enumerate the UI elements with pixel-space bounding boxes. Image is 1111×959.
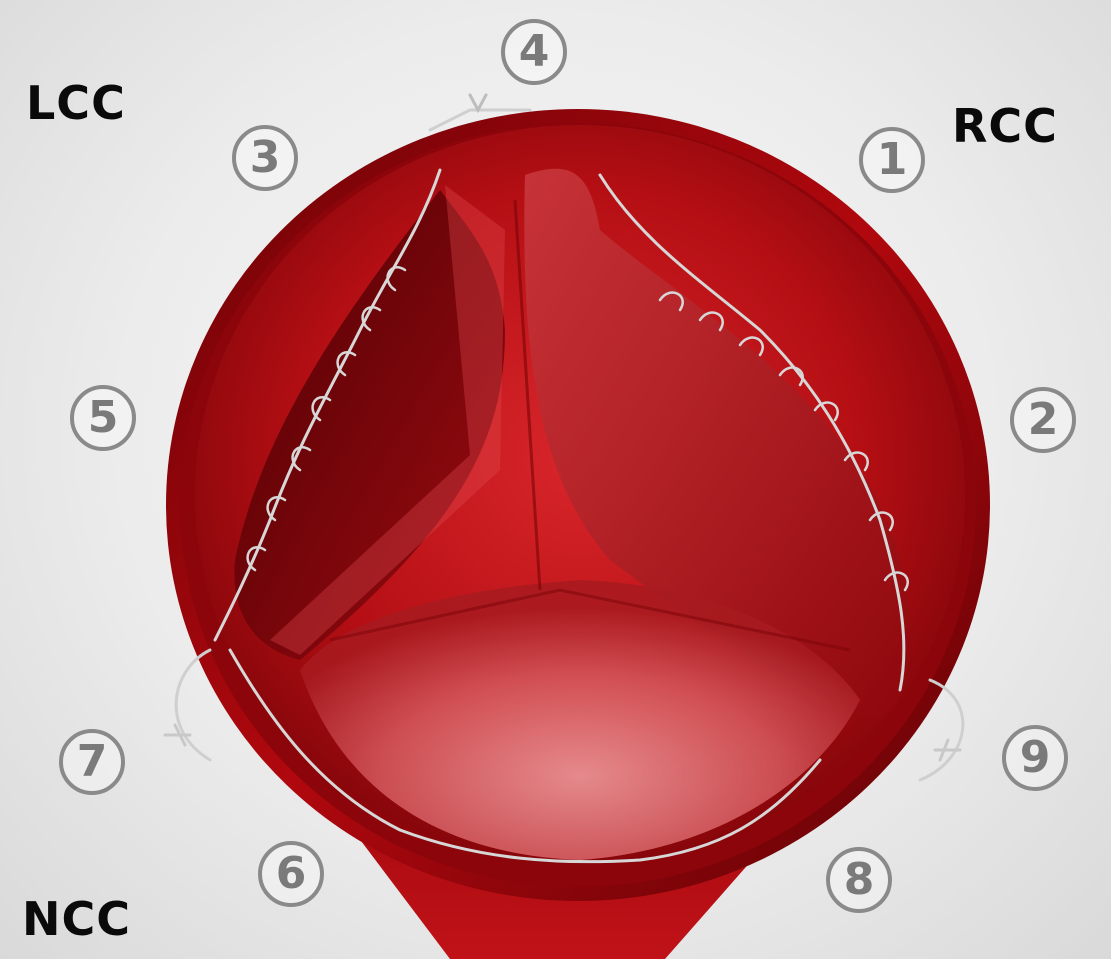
marker-9: 9 bbox=[1002, 725, 1068, 791]
label-lcc: LCC bbox=[26, 80, 126, 126]
marker-2-number: 2 bbox=[1028, 398, 1059, 442]
label-rcc: RCC bbox=[952, 103, 1058, 149]
marker-3: 3 bbox=[232, 125, 298, 191]
marker-1-number: 1 bbox=[877, 138, 908, 182]
marker-4: 4 bbox=[501, 19, 567, 85]
marker-7: 7 bbox=[59, 729, 125, 795]
marker-5-number: 5 bbox=[88, 396, 119, 440]
marker-8: 8 bbox=[826, 847, 892, 913]
marker-9-number: 9 bbox=[1020, 736, 1051, 780]
marker-1: 1 bbox=[859, 127, 925, 193]
marker-2: 2 bbox=[1010, 387, 1076, 453]
marker-7-number: 7 bbox=[77, 740, 108, 784]
marker-6: 6 bbox=[258, 841, 324, 907]
marker-3-number: 3 bbox=[250, 136, 281, 180]
label-ncc: NCC bbox=[22, 896, 131, 942]
marker-5: 5 bbox=[70, 385, 136, 451]
marker-8-number: 8 bbox=[844, 858, 875, 902]
marker-4-number: 4 bbox=[519, 30, 550, 74]
marker-6-number: 6 bbox=[276, 852, 307, 896]
